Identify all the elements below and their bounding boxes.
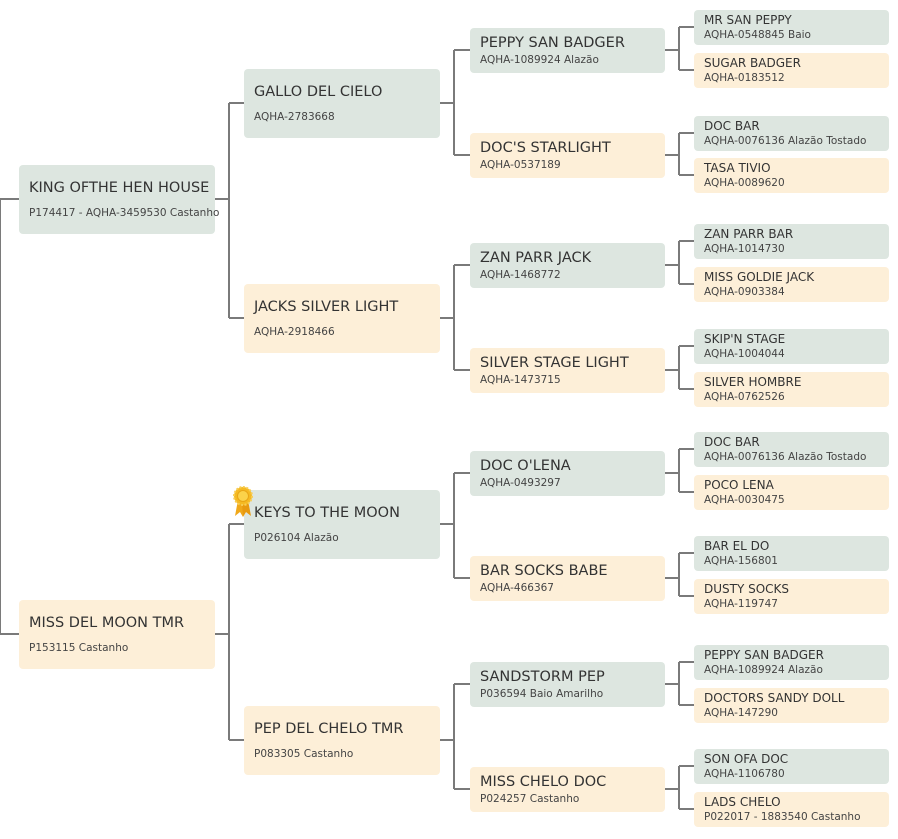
- horse-name: SILVER HOMBRE: [704, 374, 802, 389]
- horse-name: MR SAN PEPPY: [704, 12, 792, 27]
- sdsd-card[interactable]: MISS GOLDIE JACK AQHA-0903384: [694, 267, 889, 302]
- horse-registration: P036594 Baio Amarilho: [480, 688, 604, 700]
- horse-name: DUSTY SOCKS: [704, 581, 790, 596]
- horse-name: LADS CHELO: [704, 794, 781, 809]
- ssd-card[interactable]: DOC'S STARLIGHT AQHA-0537189: [470, 133, 665, 178]
- horse-registration: AQHA-1089924 Alazão: [704, 663, 823, 676]
- horse-name: KEYS TO THE MOON: [254, 505, 400, 522]
- horse-registration: AQHA-119747: [704, 597, 778, 610]
- horse-name: DOC O'LENA: [480, 457, 571, 474]
- horse-registration: AQHA-466367: [480, 582, 554, 594]
- horse-name: PEPPY SAN BADGER: [704, 647, 824, 662]
- horse-name: PEPPY SAN BADGER: [480, 34, 625, 51]
- ssds-card[interactable]: DOC BAR AQHA-0076136 Alazão Tostado: [694, 116, 889, 151]
- horse-name: TASA TIVIO: [704, 160, 771, 175]
- horse-registration: AQHA-1473715: [480, 374, 561, 386]
- horse-registration: P026104 Alazão: [254, 531, 339, 544]
- horse-registration: AQHA-0537189: [480, 159, 561, 171]
- horse-registration: AQHA-1014730: [704, 242, 785, 255]
- dsds-card[interactable]: BAR EL DO AQHA-156801: [694, 536, 889, 571]
- sire-dam-card[interactable]: JACKS SILVER LIGHT AQHA-2918466: [244, 284, 440, 353]
- horse-name: MISS CHELO DOC: [480, 773, 607, 790]
- horse-registration: P174417 - AQHA-3459530 Castanho: [29, 206, 220, 219]
- horse-name: DOCTORS SANDY DOLL: [704, 690, 845, 705]
- horse-registration: AQHA-0089620: [704, 176, 785, 189]
- horse-name: SKIP'N STAGE: [704, 331, 786, 346]
- horse-registration: AQHA-0548845 Baio: [704, 28, 811, 41]
- horse-name: MISS DEL MOON TMR: [29, 615, 185, 632]
- dam-sire-card[interactable]: KEYS TO THE MOON P026104 Alazão: [244, 490, 440, 559]
- horse-registration: AQHA-0076136 Alazão Tostado: [704, 134, 867, 147]
- dam-card[interactable]: MISS DEL MOON TMR P153115 Castanho: [19, 600, 215, 669]
- horse-registration: AQHA-1468772: [480, 269, 561, 281]
- horse-name: SILVER STAGE LIGHT: [480, 354, 629, 371]
- ddsd-card[interactable]: DOCTORS SANDY DOLL AQHA-147290: [694, 688, 889, 723]
- horse-registration: AQHA-2783668: [254, 110, 335, 123]
- dddd-card[interactable]: LADS CHELO P022017 - 1883540 Castanho: [694, 792, 889, 827]
- horse-name: SON OFA DOC: [704, 751, 789, 766]
- horse-registration: AQHA-0903384: [704, 285, 785, 298]
- horse-name: SANDSTORM PEP: [480, 668, 605, 685]
- sire-sire-card[interactable]: GALLO DEL CIELO AQHA-2783668: [244, 69, 440, 138]
- rosette-ribbon-icon: [233, 486, 253, 517]
- sddd-card[interactable]: SILVER HOMBRE AQHA-0762526: [694, 372, 889, 407]
- dsdd-card[interactable]: DUSTY SOCKS AQHA-119747: [694, 579, 889, 614]
- horse-name: MISS GOLDIE JACK: [704, 269, 815, 284]
- sssd-card[interactable]: SUGAR BADGER AQHA-0183512: [694, 53, 889, 88]
- horse-name: SUGAR BADGER: [704, 55, 801, 70]
- horse-name: KING OFTHE HEN HOUSE: [29, 180, 210, 197]
- horse-name: DOC'S STARLIGHT: [480, 139, 611, 156]
- horse-name: DOC BAR: [704, 434, 760, 449]
- horse-registration: P083305 Castanho: [254, 747, 354, 760]
- horse-name: ZAN PARR JACK: [480, 249, 592, 266]
- horse-name: BAR EL DO: [704, 538, 770, 553]
- dssd-card[interactable]: POCO LENA AQHA-0030475: [694, 475, 889, 510]
- sire-card[interactable]: KING OFTHE HEN HOUSE P174417 - AQHA-3459…: [19, 165, 220, 234]
- dsss-card[interactable]: DOC BAR AQHA-0076136 Alazão Tostado: [694, 432, 889, 467]
- horse-registration: AQHA-1106780: [704, 767, 785, 780]
- horse-name: ZAN PARR BAR: [704, 226, 794, 241]
- horse-registration: AQHA-1089924 Alazão: [480, 54, 599, 66]
- horse-registration: AQHA-2918466: [254, 325, 335, 338]
- dsd-card[interactable]: BAR SOCKS BABE AQHA-466367: [470, 556, 665, 601]
- ssdd-card[interactable]: TASA TIVIO AQHA-0089620: [694, 158, 889, 193]
- horse-registration: P024257 Castanho: [480, 793, 580, 805]
- ssss-card[interactable]: MR SAN PEPPY AQHA-0548845 Baio: [694, 10, 889, 45]
- sdds-card[interactable]: SKIP'N STAGE AQHA-1004044: [694, 329, 889, 364]
- dds-card[interactable]: SANDSTORM PEP P036594 Baio Amarilho: [470, 662, 665, 707]
- horse-name: PEP DEL CHELO TMR: [254, 721, 404, 738]
- horse-registration: AQHA-156801: [704, 554, 778, 567]
- sdss-card[interactable]: ZAN PARR BAR AQHA-1014730: [694, 224, 889, 259]
- sds-card[interactable]: ZAN PARR JACK AQHA-1468772: [470, 243, 665, 288]
- horse-name: GALLO DEL CIELO: [254, 84, 383, 101]
- horse-registration: AQHA-1004044: [704, 347, 785, 360]
- horse-registration: AQHA-0762526: [704, 390, 785, 403]
- ddss-card[interactable]: PEPPY SAN BADGER AQHA-1089924 Alazão: [694, 645, 889, 680]
- horse-registration: AQHA-0076136 Alazão Tostado: [704, 450, 867, 463]
- dam-dam-card[interactable]: PEP DEL CHELO TMR P083305 Castanho: [244, 706, 440, 775]
- horse-name: JACKS SILVER LIGHT: [254, 299, 399, 316]
- horse-registration: P153115 Castanho: [29, 641, 129, 654]
- dss-card[interactable]: DOC O'LENA AQHA-0493297: [470, 451, 665, 496]
- sss-card[interactable]: PEPPY SAN BADGER AQHA-1089924 Alazão: [470, 28, 665, 73]
- horse-registration: AQHA-147290: [704, 706, 778, 719]
- horse-name: POCO LENA: [704, 477, 774, 492]
- horse-registration: AQHA-0493297: [480, 477, 561, 489]
- horse-name: DOC BAR: [704, 118, 760, 133]
- horse-registration: AQHA-0030475: [704, 493, 785, 506]
- horse-registration: AQHA-0183512: [704, 71, 785, 84]
- horse-name: BAR SOCKS BABE: [480, 562, 608, 579]
- horse-registration: P022017 - 1883540 Castanho: [704, 810, 861, 823]
- sdd-card[interactable]: SILVER STAGE LIGHT AQHA-1473715: [470, 348, 665, 393]
- ddds-card[interactable]: SON OFA DOC AQHA-1106780: [694, 749, 889, 784]
- ddd-card[interactable]: MISS CHELO DOC P024257 Castanho: [470, 767, 665, 812]
